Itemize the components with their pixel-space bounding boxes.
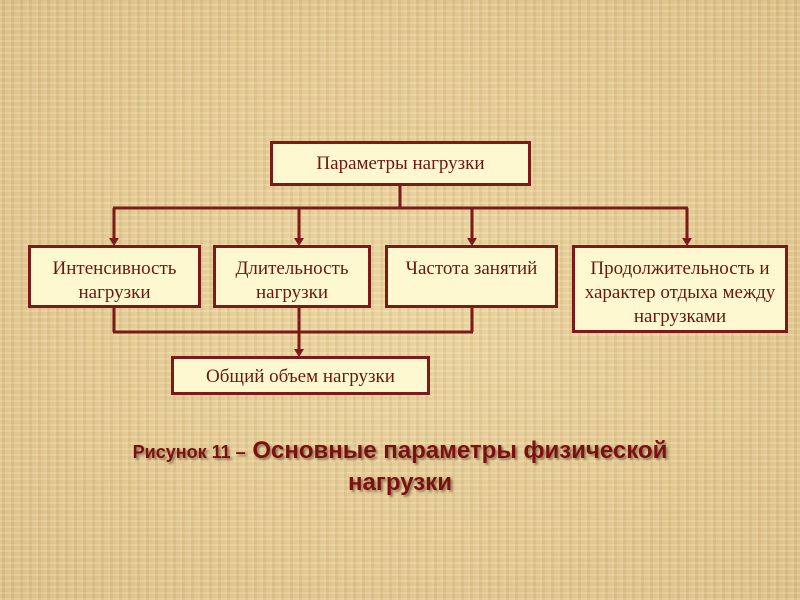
box-frequency: Частота занятий <box>385 245 558 308</box>
figure-caption-line2: нагрузки <box>0 468 800 498</box>
rest-label: Продолжительность и характер отдыха межд… <box>584 258 776 327</box>
arrow-head <box>294 349 304 357</box>
frequency-label: Частота занятий <box>405 258 538 279</box>
caption-prefix: Рисунок 11 – <box>132 442 246 462</box>
duration-label: Длительность нагрузки <box>235 258 349 303</box>
result-label: Общий объем нагрузки <box>206 366 395 387</box>
box-duration: Длительность нагрузки <box>213 245 371 308</box>
box-intensity: Интенсивность нагрузки <box>28 245 201 308</box>
box-rest: Продолжительность и характер отдыха межд… <box>572 245 788 333</box>
intensity-label: Интенсивность нагрузки <box>52 258 177 303</box>
result-box: Общий объем нагрузки <box>171 356 430 395</box>
arrow-head <box>294 238 304 246</box>
caption-title-line2: нагрузки <box>348 469 452 496</box>
caption-title-line1: Основные параметры физической <box>252 437 668 464</box>
root-label: Параметры нагрузки <box>316 153 485 174</box>
arrow-head <box>109 238 119 246</box>
arrow-head <box>682 238 692 246</box>
root-box: Параметры нагрузки <box>270 141 531 186</box>
figure-caption: Рисунок 11 – Основные параметры физическ… <box>0 436 800 467</box>
arrow-head <box>467 238 477 246</box>
